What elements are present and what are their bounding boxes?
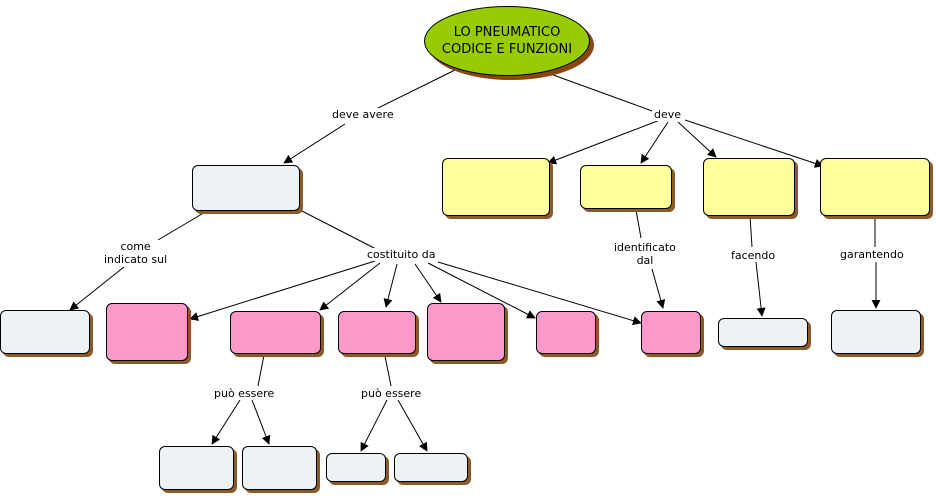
concept-box-gray-facendo[interactable] [718,318,808,347]
link-come-line-2: indicato sul [104,253,168,266]
edge-deve-yellow-2 [640,121,669,164]
edge-puo-1-gray-b [251,399,271,445]
link-garantendo: garantendo [838,248,906,261]
link-come-indicato-sul: come indicato sul [102,240,170,266]
edge-root-deve [544,71,656,113]
edge-costituito-pink-4 [414,263,442,303]
link-facendo: facendo [729,249,778,262]
edge-root-deve-avere [369,69,456,113]
root-title-line-1: LO PNEUMATICO [453,25,561,40]
concept-box-gray-bottom-1[interactable] [159,446,234,490]
link-deve-avere: deve avere [330,108,396,121]
concept-box-yellow-1[interactable] [442,158,550,216]
concept-box-gray-tyre-side[interactable] [0,310,90,354]
root-concept[interactable]: LO PNEUMATICO CODICE E FUNZIONI [424,6,590,76]
link-puo-essere-1: può essere [212,387,277,400]
concept-box-yellow-3[interactable] [703,158,795,216]
edge-puo-2-gray-b [397,399,428,452]
edge-costituito-pink-1 [189,260,376,321]
edge-identificato-pink [651,268,666,309]
concept-box-pink-3[interactable] [338,311,416,354]
edge-box-come [157,210,208,241]
link-deve: deve [652,108,684,121]
link-identificato-dal: identificato dal [612,241,678,267]
concept-box-gray-bottom-2[interactable] [242,446,317,490]
edge-deve-yellow-3 [677,121,717,158]
edge-deve-yellow-1 [547,119,661,165]
concept-box-pink-4[interactable] [427,303,505,361]
edge-box-costituito [299,209,379,251]
concept-box-pink-5[interactable] [536,311,596,354]
link-identificato-line-2: dal [636,254,654,267]
link-costituito-da: costituito da [365,248,438,261]
edge-costituito-pink-6 [437,261,642,325]
concept-box-pink-1[interactable] [106,303,188,361]
edge-pink-puo-2 [384,355,392,387]
concept-box-yellow-4[interactable] [820,158,930,216]
concept-box-pink-2[interactable] [230,311,321,354]
concept-box-pink-6[interactable] [641,311,701,354]
edge-costituito-pink-2 [319,262,381,311]
link-come-line-1: come [120,240,151,253]
edge-puo-1-gray-a [211,399,241,445]
link-puo-essere-2: può essere [359,387,424,400]
edge-deve-yellow-4 [684,119,824,168]
edge-come-box [69,266,125,311]
edge-puo-2-gray-a [360,399,388,452]
edge-pink-puo-1 [257,354,265,387]
edge-facendo-gray [755,261,766,317]
concept-box-yellow-2[interactable] [580,165,672,209]
concept-box-gray-garantendo[interactable] [831,310,921,354]
concept-box-gray-main[interactable] [192,165,300,211]
edge-yellow-facendo [749,215,753,248]
edge-yellow-identificato [635,209,642,239]
edge-costituito-pink-5 [427,262,536,319]
root-title-line-2: CODICE E FUNZIONI [441,42,573,57]
edge-costituito-pink-3 [383,263,398,308]
concept-box-gray-bottom-4[interactable] [394,453,468,482]
edge-deve-avere-box [283,123,346,164]
concept-box-gray-bottom-3[interactable] [326,453,386,482]
link-identificato-line-1: identificato [614,241,676,254]
